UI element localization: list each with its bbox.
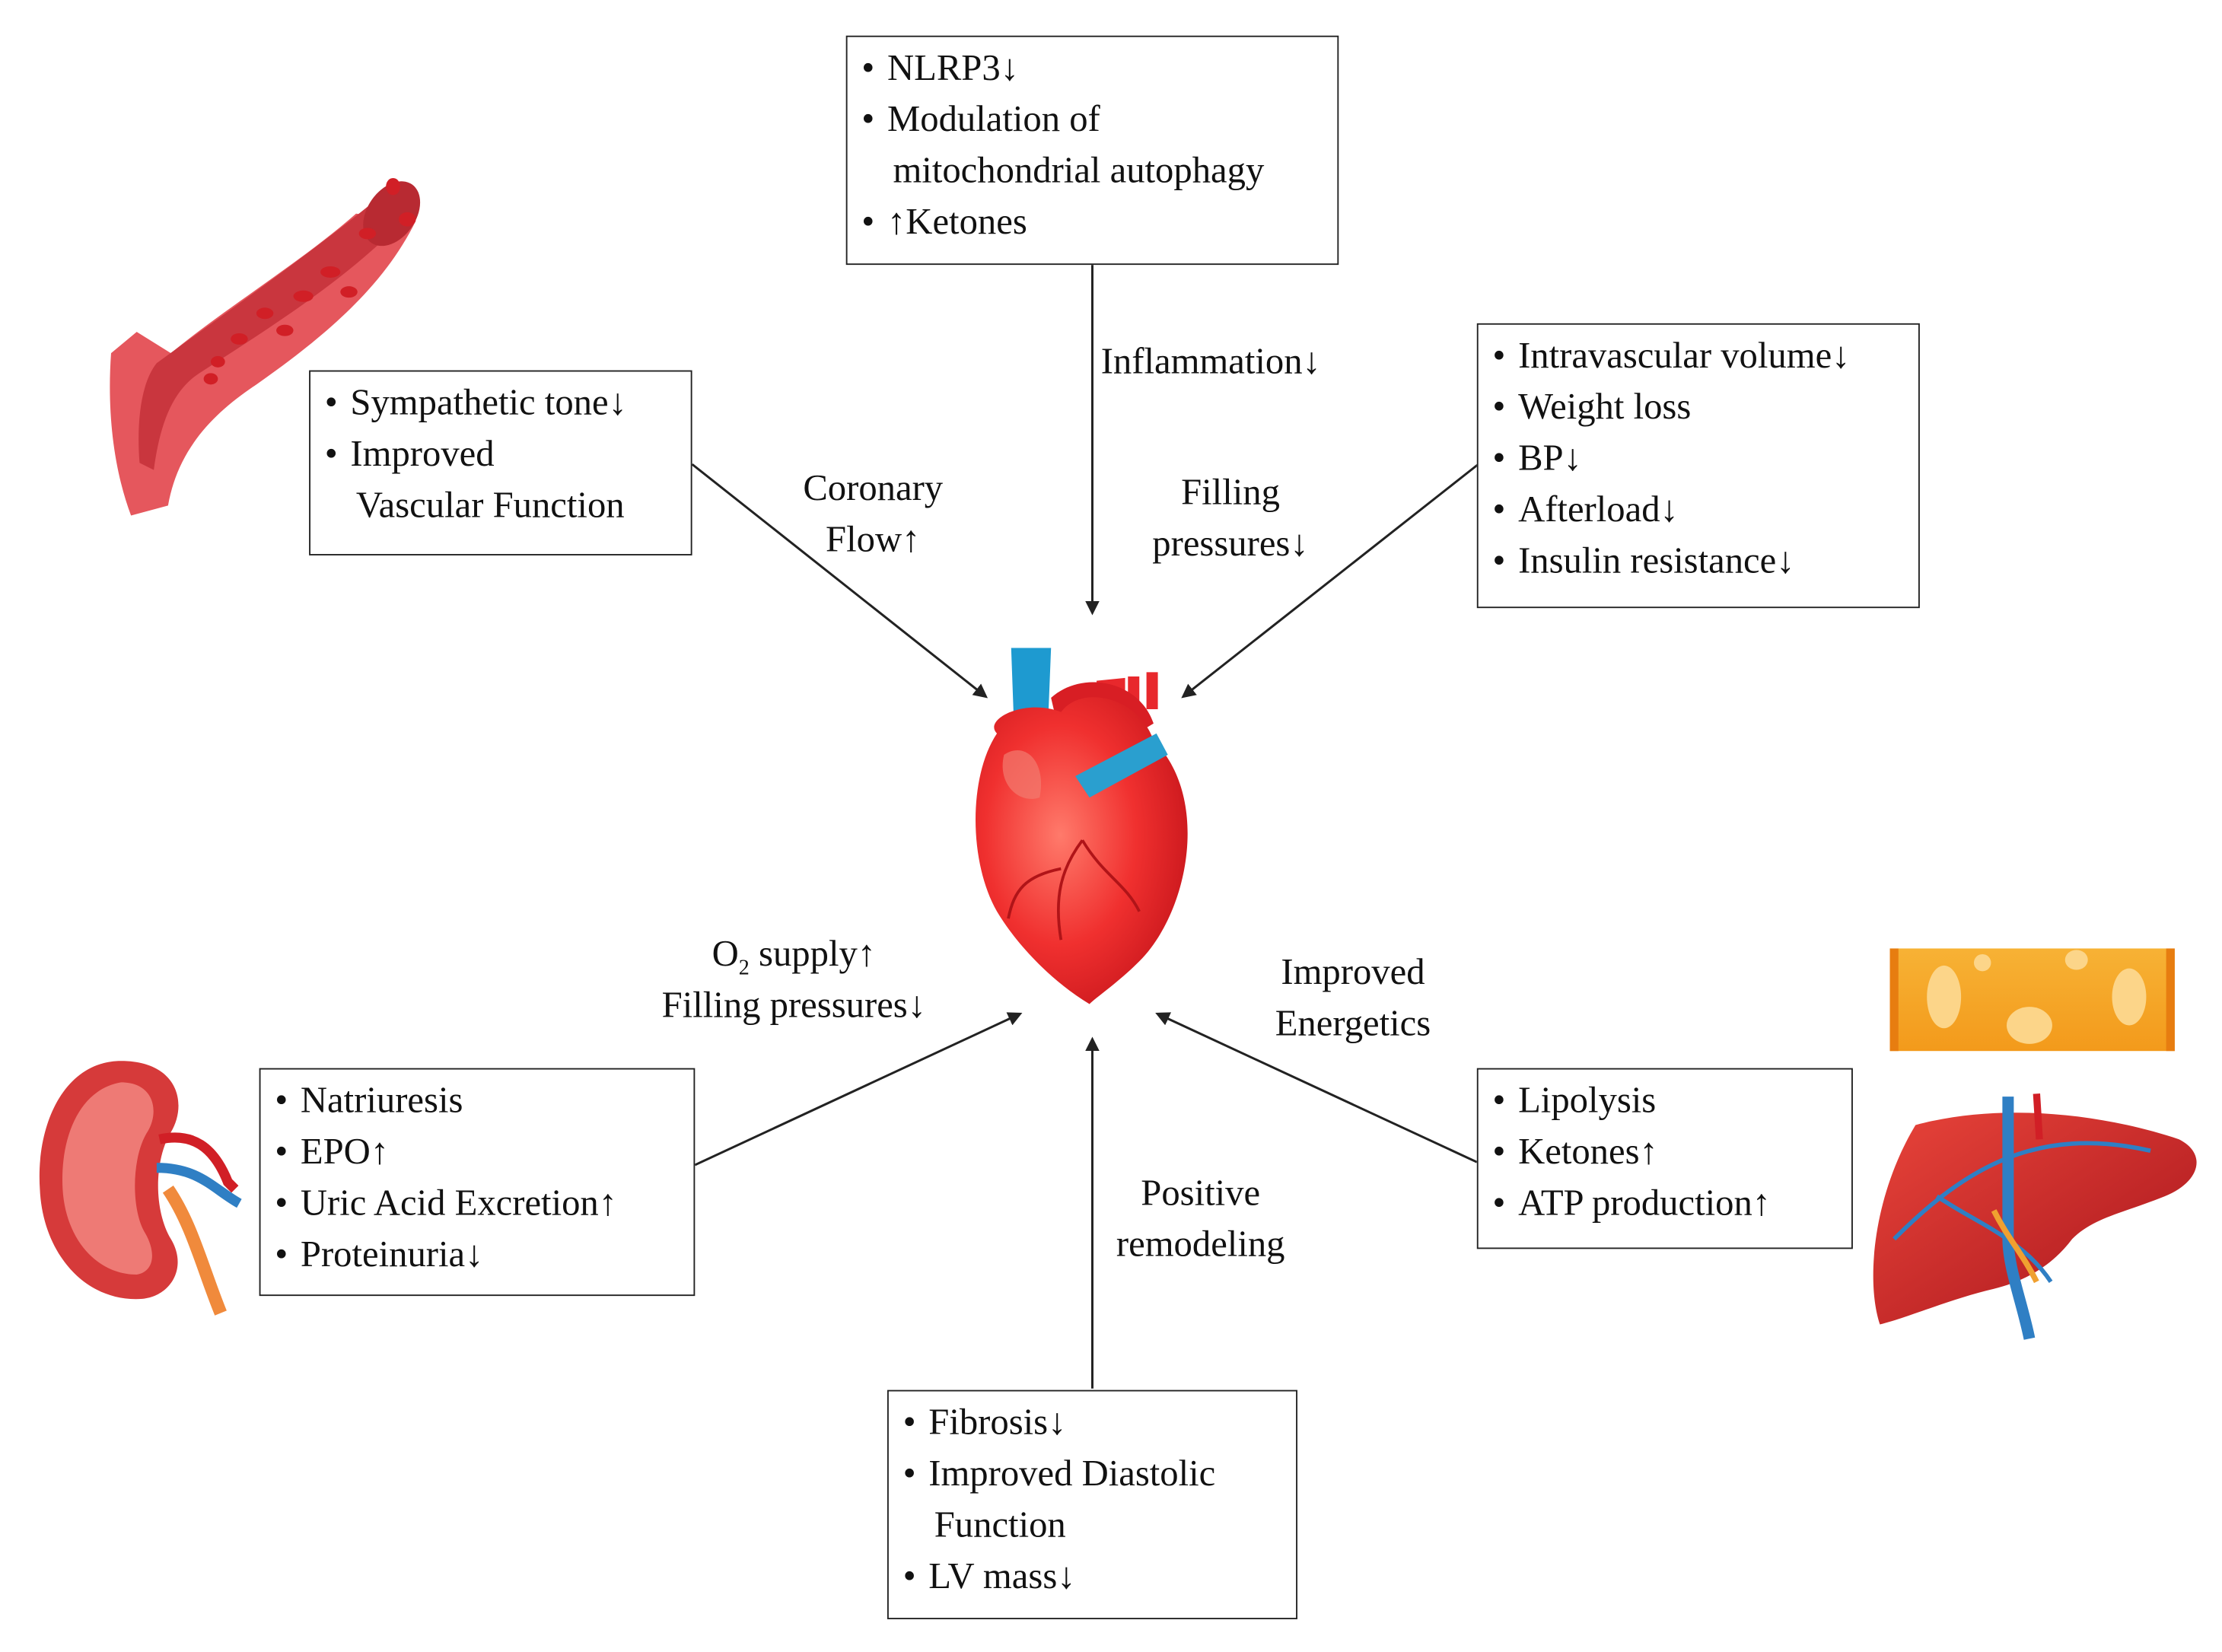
list-item: Vascular Function [355, 484, 625, 526]
label-improved-energetics: Improved Energetics [1246, 947, 1460, 1050]
box-bottom: Fibrosis↓ Improved Diastolic Function LV… [887, 1389, 1297, 1619]
box-lower-left: Natriuresis EPO↑ Uric Acid Excretion↑ Pr… [259, 1068, 696, 1297]
arrow-lower-right [1155, 1012, 1478, 1163]
list-item: Improved [325, 428, 676, 479]
list-item: mitochondrial autophagy [893, 149, 1265, 191]
list-item: ↑Ketones [861, 196, 1323, 247]
liver-illustration [1873, 1093, 2197, 1340]
label-remodeling-line1: Positive [1141, 1172, 1261, 1214]
list-item: Function [934, 1504, 1066, 1545]
arrow-lower-left [694, 1012, 1023, 1167]
label-coronary-line1: Coronary [803, 466, 944, 509]
label-o2-subscript: 2 [738, 957, 750, 980]
heart-illustration [976, 648, 1188, 1004]
list-item: ATP production↑ [1492, 1178, 1837, 1229]
list-item: Sympathetic tone↓ [325, 377, 676, 428]
label-filling-pressures-lower: Filling pressures↓ [661, 984, 927, 1026]
arrow-upper-left [691, 463, 988, 699]
label-positive-remodeling: Positive remodeling [1093, 1168, 1307, 1271]
label-energetics-line2: Energetics [1275, 1002, 1431, 1044]
list-item: Modulation of [861, 94, 1323, 145]
list-item: Natriuresis [275, 1075, 680, 1126]
box-upper-right: Intravascular volume↓ Weight loss BP↓ Af… [1476, 323, 1920, 609]
label-remodeling-line2: remodeling [1116, 1223, 1285, 1265]
label-inflammation: Inflammation↓ [1101, 336, 1321, 387]
arrow-upper-right [1181, 463, 1479, 699]
list-item: Afterload↓ [1492, 484, 1904, 535]
list-item: EPO↑ [275, 1126, 680, 1177]
list-item: Ketones↑ [1492, 1126, 1837, 1177]
box-lower-right: Lipolysis Ketones↑ ATP production↑ [1476, 1068, 1853, 1249]
list-item: BP↓ [1492, 433, 1904, 484]
kidney-illustration [39, 1061, 242, 1316]
list-item: Lipolysis [1492, 1075, 1837, 1126]
list-item: NLRP3↓ [861, 43, 1323, 94]
label-energetics-line1: Improved [1281, 951, 1425, 993]
list-item: Intravascular volume↓ [1492, 330, 1904, 381]
label-coronary-line2: Flow↑ [826, 518, 921, 560]
box-top: NLRP3↓ Modulation of mitochondrial autop… [845, 35, 1339, 266]
label-o2-suffix: supply↑ [749, 932, 877, 975]
label-filling-pressures-upper: Filling pressures↓ [1124, 467, 1338, 570]
label-o2-filling: O2 supply↑ Filling pressures↓ [634, 928, 954, 1031]
label-inflammation-text: Inflammation↓ [1100, 340, 1321, 382]
list-item: Insulin resistance↓ [1492, 536, 1904, 587]
label-o2-symbol: O [711, 932, 739, 975]
blood-vessel-illustration [110, 177, 421, 516]
list-item: Improved Diastolic [903, 1448, 1282, 1499]
label-o2-supply: O2 supply↑ [634, 928, 954, 979]
list-item: Uric Acid Excretion↑ [275, 1178, 680, 1229]
list-item: Weight loss [1492, 382, 1904, 433]
label-filling-line2: pressures↓ [1152, 522, 1309, 565]
box-upper-left: Sympathetic tone↓ Improved Vascular Func… [309, 370, 692, 555]
adipose-tissue-illustration [1889, 948, 2175, 1052]
label-filling-line1: Filling [1181, 471, 1280, 513]
list-item: Fibrosis↓ [903, 1397, 1282, 1448]
list-item: Proteinuria↓ [275, 1229, 680, 1280]
list-item: LV mass↓ [903, 1551, 1282, 1602]
label-coronary-flow: Coronary Flow↑ [773, 463, 973, 565]
